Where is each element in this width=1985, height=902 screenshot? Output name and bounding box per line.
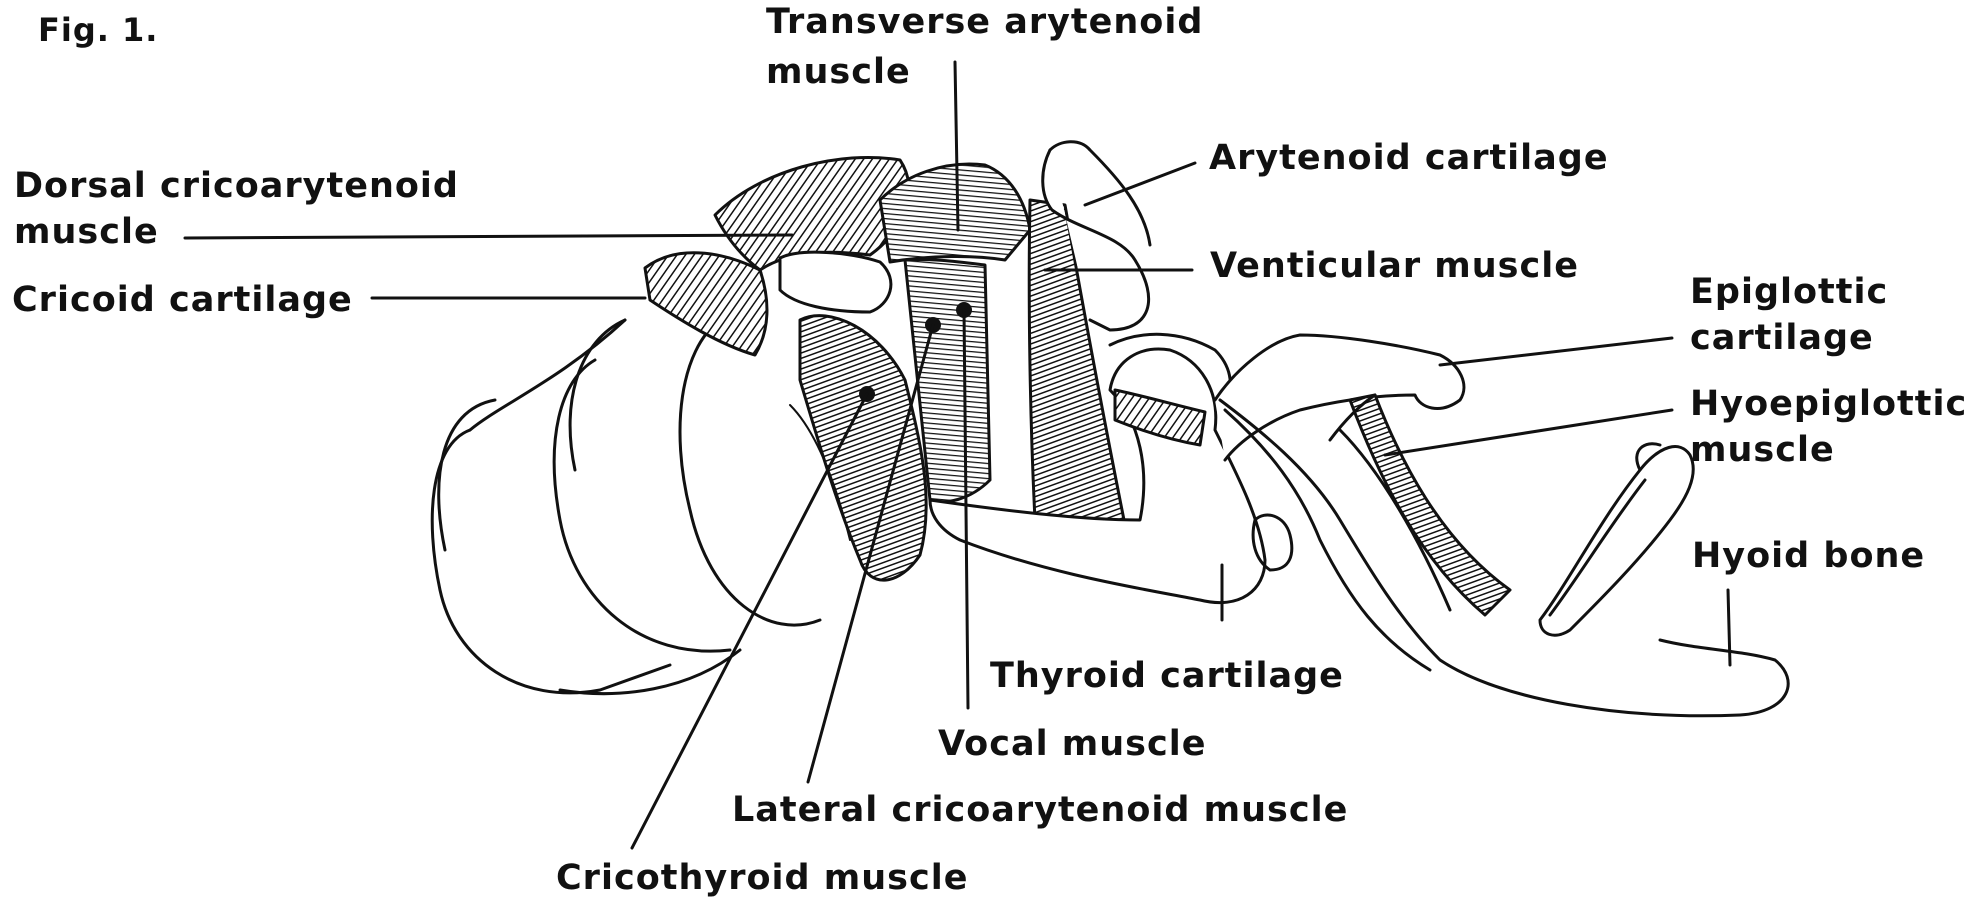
label-epiglottic-cartilage-line1: Epiglottic <box>1690 270 1888 314</box>
label-hyoid-bone: Hyoid bone <box>1692 534 1925 578</box>
label-dorsal-cricoarytenoid-line2: muscle <box>14 210 159 254</box>
label-lateral-cricoarytenoid-muscle: Lateral cricoarytenoid muscle <box>732 788 1348 832</box>
label-arytenoid-cartilage: Arytenoid cartilage <box>1209 136 1609 180</box>
label-cricoid-cartilage: Cricoid cartilage <box>12 278 353 322</box>
label-transverse-arytenoid-line1: Transverse arytenoid <box>766 0 1203 44</box>
trachea-rings <box>432 320 820 694</box>
label-dorsal-cricoarytenoid-line1: Dorsal cricoarytenoid <box>14 164 459 208</box>
hyoepiglottic-muscle-shape <box>1350 395 1510 615</box>
label-hyoepiglottic-muscle-line1: Hyoepiglottic <box>1690 382 1967 426</box>
label-hyoepiglottic-muscle-line2: muscle <box>1690 428 1835 472</box>
label-epiglottic-cartilage-line2: cartilage <box>1690 316 1874 360</box>
figure-label: Fig. 1. <box>38 8 158 52</box>
cricoid-cartilage-shape <box>645 253 767 355</box>
label-cricothyroid-muscle: Cricothyroid muscle <box>556 856 968 900</box>
epiglottic-cartilage-shape <box>1215 335 1464 460</box>
label-thyroid-cartilage: Thyroid cartilage <box>990 654 1344 698</box>
hyoid-bone-shape <box>1540 447 1693 636</box>
label-venticular-muscle: Venticular muscle <box>1210 244 1579 288</box>
label-transverse-arytenoid-line2: muscle <box>766 50 911 94</box>
label-vocal-muscle: Vocal muscle <box>938 722 1206 766</box>
